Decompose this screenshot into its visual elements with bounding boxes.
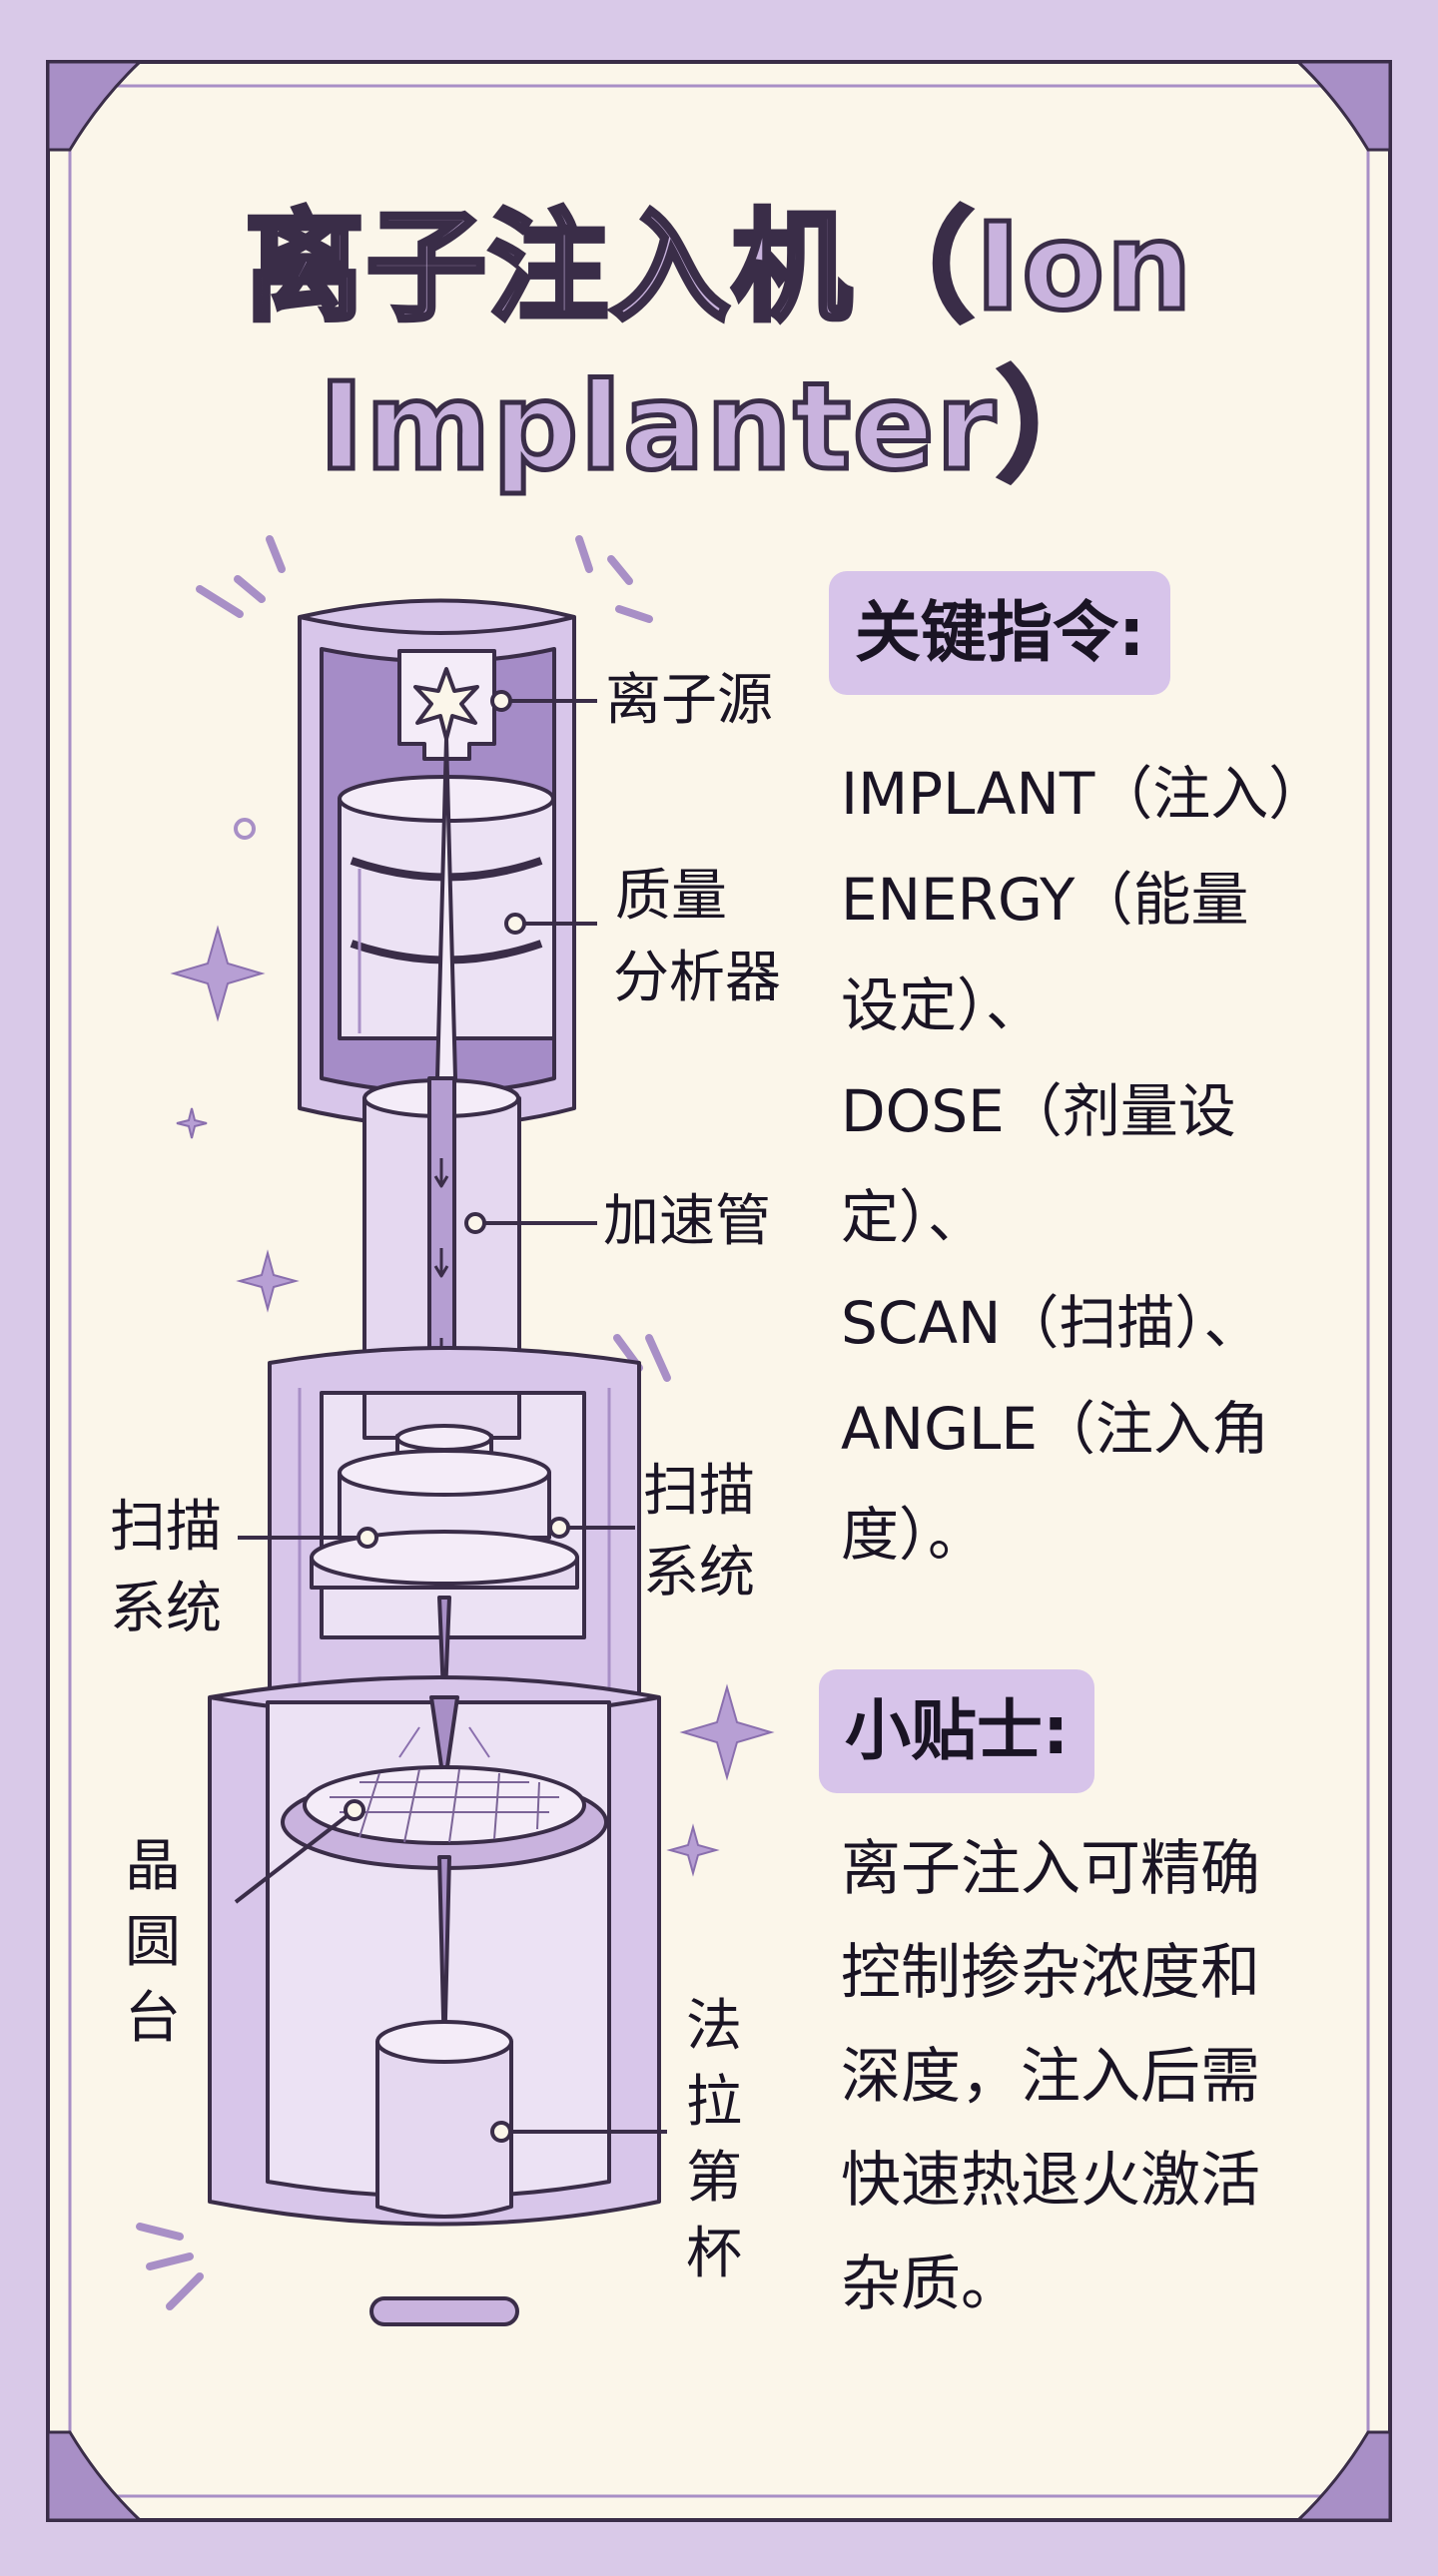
tip-line: 离子注入可精确 xyxy=(841,1817,1260,1921)
title-line-1: 离子注入机（Ion xyxy=(120,170,1318,343)
command-line: SCAN（扫描）、 xyxy=(841,1270,1326,1376)
label-scan-right-2: 系统 xyxy=(643,1538,755,1610)
label-wafer-stage-1: 晶 xyxy=(118,1829,188,1905)
command-line: 定）、 xyxy=(841,1164,1326,1270)
command-line: DOSE（剂量设 xyxy=(841,1058,1326,1164)
command-line: ANGLE（注入角 xyxy=(841,1376,1326,1482)
label-faraday-1: 法 xyxy=(679,1989,749,2065)
command-line: 度）。 xyxy=(841,1482,1326,1588)
base-slot xyxy=(371,2298,517,2324)
tips-text: 离子注入可精确 控制掺杂浓度和 深度，注入后需 快速热退火激活 杂质。 xyxy=(841,1817,1260,2336)
label-wafer-stage-3: 台 xyxy=(118,1981,188,2057)
label-scan-left-1: 扫描 xyxy=(110,1492,222,1564)
tip-line: 控制掺杂浓度和 xyxy=(841,1921,1260,2025)
tip-line: 深度，注入后需 xyxy=(841,2025,1260,2129)
label-faraday-2: 拉 xyxy=(679,2065,749,2141)
tip-line: 杂质。 xyxy=(841,2233,1260,2336)
label-mass-analyzer-1: 质量 xyxy=(615,861,727,933)
label-wafer-stage-2: 圆 xyxy=(118,1905,188,1981)
commands-list: IMPLANT（注入） ENERGY（能量 设定）、 DOSE（剂量设 定）、 … xyxy=(841,741,1326,1588)
commands-heading: 关键指令: xyxy=(829,571,1170,695)
label-ion-source: 离子源 xyxy=(605,665,773,737)
tips-heading: 小贴士: xyxy=(819,1669,1094,1793)
label-mass-analyzer-2: 分析器 xyxy=(613,943,781,1014)
command-line: IMPLANT（注入） xyxy=(841,741,1326,847)
label-faraday-3: 第 xyxy=(679,2141,749,2217)
label-accel-tube: 加速管 xyxy=(603,1186,771,1258)
command-line: ENERGY（能量 xyxy=(841,847,1326,953)
title-line-2: Implanter） xyxy=(120,329,1318,503)
label-faraday-4: 杯 xyxy=(679,2217,749,2292)
label-scan-left-2: 系统 xyxy=(110,1574,222,1645)
label-scan-right-1: 扫描 xyxy=(643,1456,755,1528)
command-line: 设定）、 xyxy=(841,953,1326,1058)
tip-line: 快速热退火激活 xyxy=(841,2129,1260,2233)
